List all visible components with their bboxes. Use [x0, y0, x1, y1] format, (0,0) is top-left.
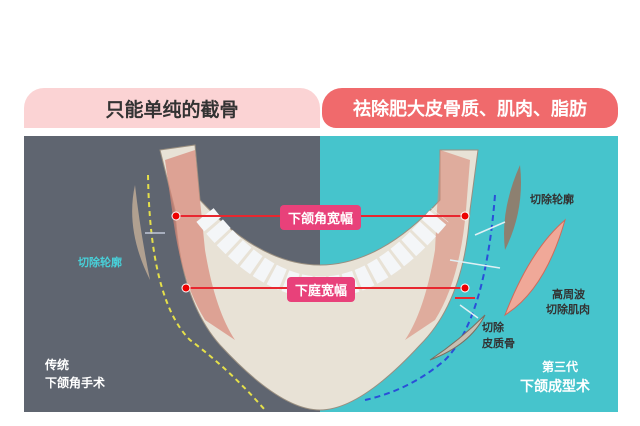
left-cut-bone	[132, 185, 150, 280]
right-cut-bone	[504, 165, 521, 250]
cortical-bone-piece	[429, 314, 486, 361]
left-title-line2: 下颌角手术	[45, 376, 106, 390]
muscle-text-line1: 高周波	[552, 288, 585, 301]
lower-face-width-label: 下庭宽幅	[287, 277, 356, 302]
muscle-text-line2: 切除肌肉	[546, 303, 590, 316]
jaw-angle-width-label: 下颌角宽幅	[280, 205, 362, 230]
left-cut-contour-text: 切除轮廓	[78, 256, 122, 269]
right-cut-contour-text: 切除轮廓	[530, 193, 574, 206]
right-muscle	[405, 150, 470, 340]
header-right: 祛除肥大皮骨质、肌肉、脂肪	[322, 88, 618, 128]
point-marker	[171, 211, 181, 221]
point-marker	[181, 283, 191, 293]
right-arrow	[474, 221, 506, 236]
left-muscle	[165, 150, 235, 340]
left-title-line1: 传统	[45, 358, 70, 372]
muscle-piece	[503, 218, 566, 317]
bone-text-line2: 皮质骨	[482, 337, 515, 350]
point-marker	[460, 211, 470, 221]
right-title-line2: 下颌成型术	[520, 379, 590, 395]
point-marker	[460, 283, 470, 293]
bone-text-line1: 切除	[482, 321, 504, 334]
right-title-line1: 第三代	[542, 360, 579, 374]
right-arrow	[449, 259, 501, 269]
blue-dashed-contour	[364, 194, 496, 401]
header-left: 只能单纯的截骨	[24, 88, 320, 128]
right-arrow	[459, 304, 479, 319]
